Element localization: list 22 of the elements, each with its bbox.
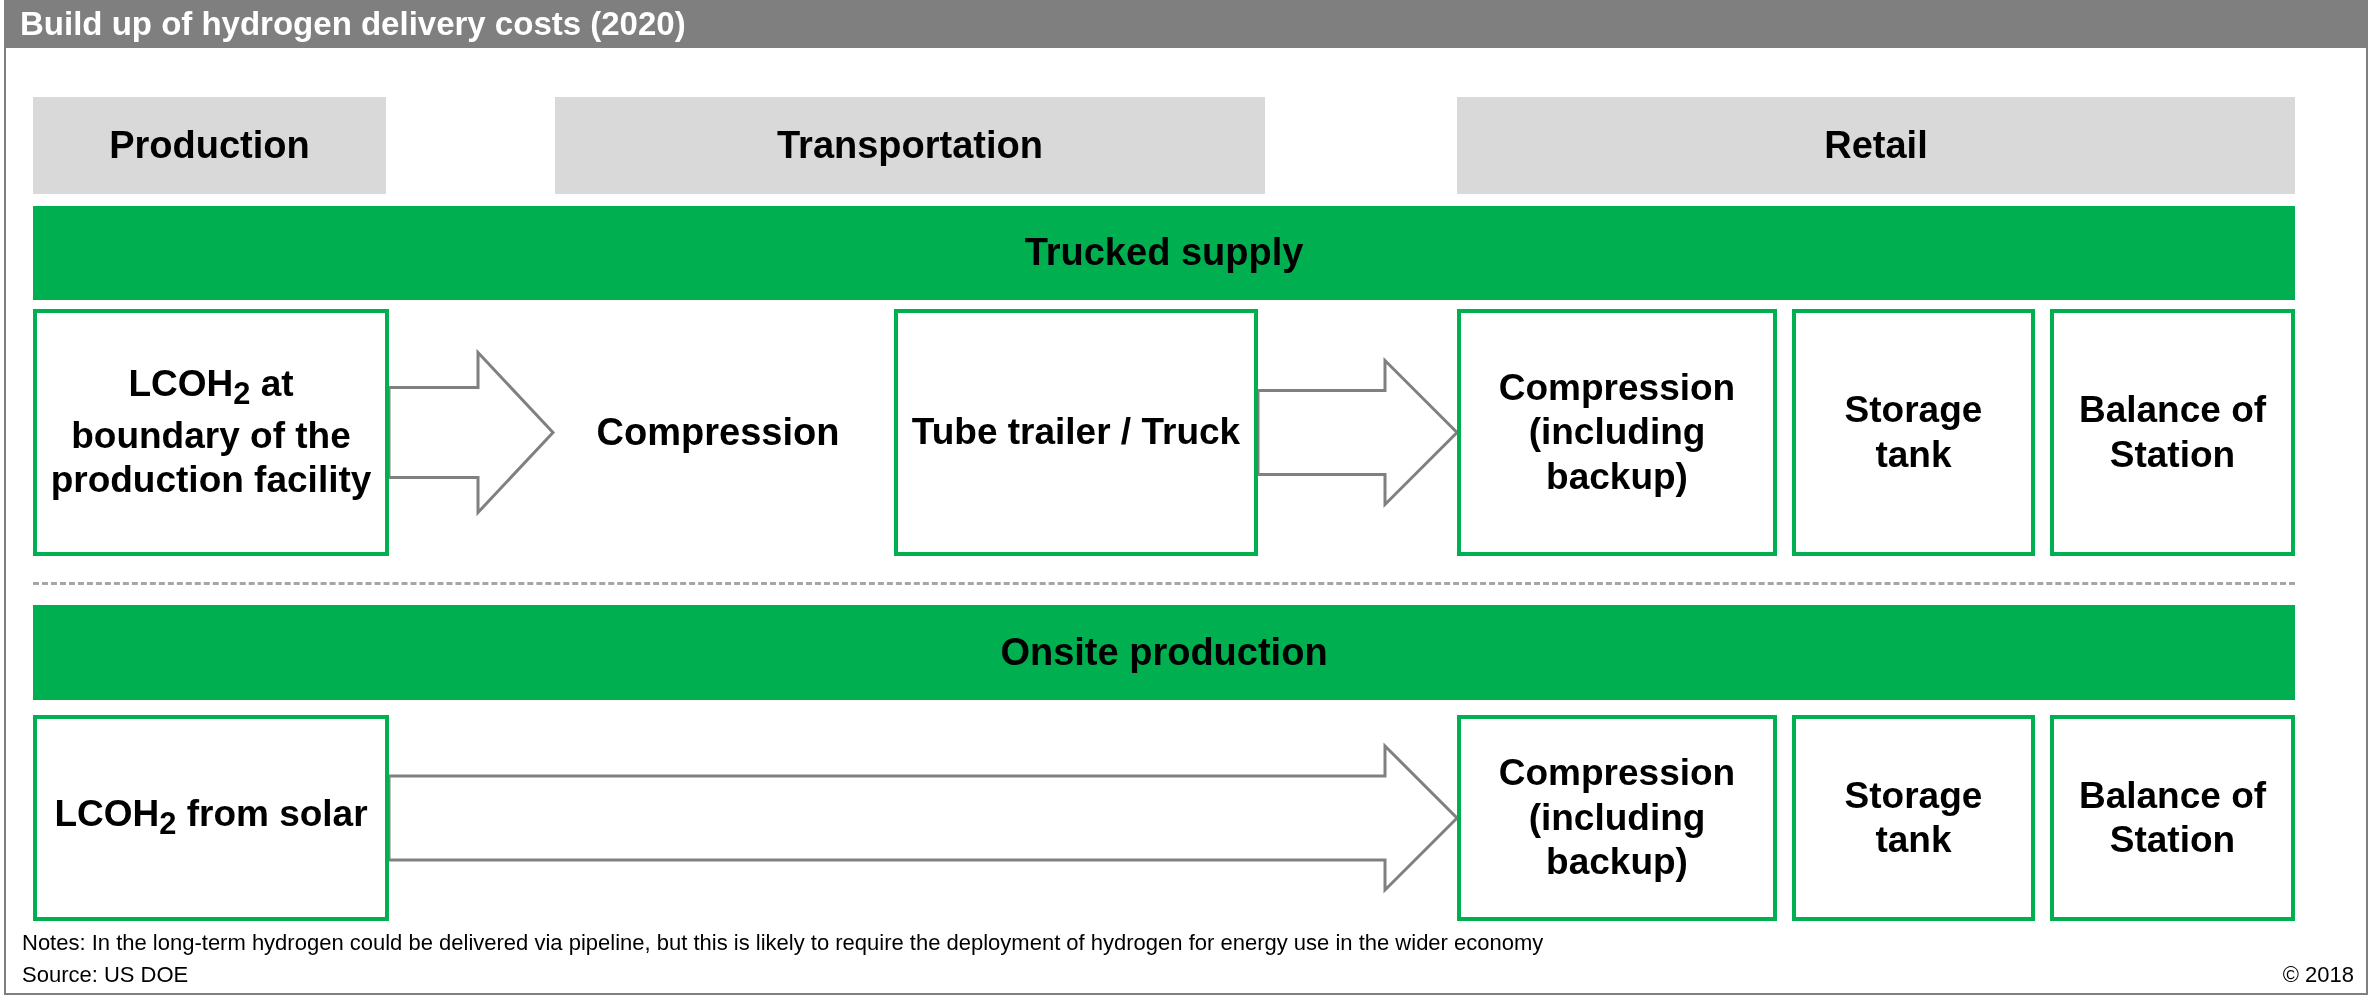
column-header: Production <box>33 97 386 194</box>
title-bar: Build up of hydrogen delivery costs (2020) <box>4 0 2368 48</box>
process-box: Storage tank <box>1792 715 2035 921</box>
process-box: Tube trailer / Truck <box>894 309 1258 556</box>
process-box: Balance of Station <box>2050 715 2295 921</box>
note-text: Notes: In the long-term hydrogen could be delivered via pipeline, but this is likely to require the deployment of hydrogen for energy use in the wider economy <box>22 930 1544 956</box>
process-label: Compression <box>553 360 883 505</box>
column-header: Transportation <box>555 97 1265 194</box>
process-box: Balance of Station <box>2050 309 2295 556</box>
copyright-text: © 2018 <box>2282 962 2354 988</box>
process-box: LCOH$_{2}$ from solar <box>33 715 389 921</box>
block-arrow <box>1256 356 1460 509</box>
section-band: Trucked supply <box>33 206 2295 300</box>
process-box: Compression (including backup) <box>1457 309 1777 556</box>
process-box: LCOH$_{2}$ at boundary of the production facility <box>33 309 389 556</box>
block-arrow <box>387 348 556 517</box>
section-band: Onsite production <box>33 605 2295 700</box>
process-box: Compression (including backup) <box>1457 715 1777 921</box>
process-box: Storage tank <box>1792 309 2035 556</box>
column-header: Retail <box>1457 97 2295 194</box>
source-text: Source: US DOE <box>22 962 189 988</box>
block-arrow <box>387 742 1460 894</box>
